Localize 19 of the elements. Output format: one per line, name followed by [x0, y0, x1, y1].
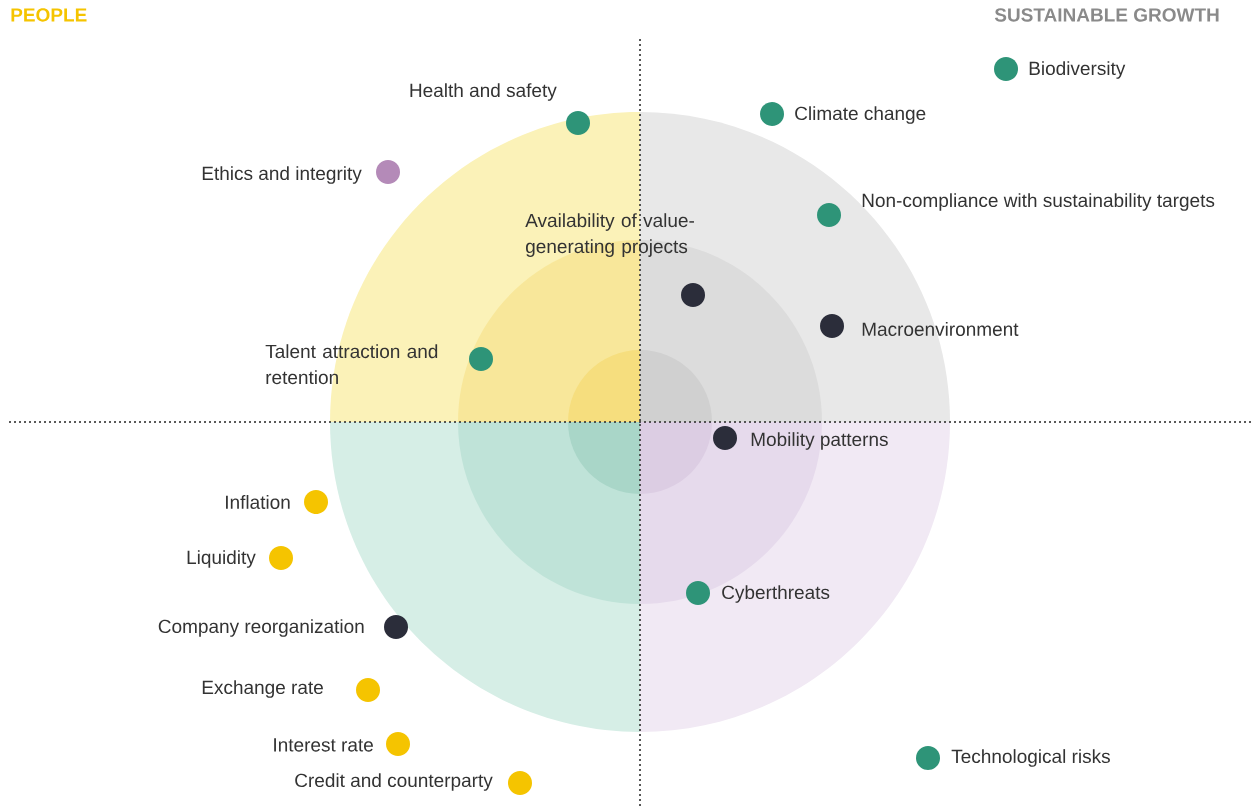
risk-label: Biodiversity: [1029, 61, 1126, 79]
risk-label: Availability of value-generating projects: [525, 213, 694, 257]
risk-label: Health and safety: [410, 83, 557, 101]
risk-label: Interest rate: [274, 738, 373, 752]
risk-label: Non-compliance with sustainability targets: [862, 193, 1215, 211]
risk-label: Macroenvironment: [862, 322, 1019, 336]
risk-label: Credit and counterparty: [295, 773, 493, 791]
risk-label: Talent attraction and retention: [265, 344, 438, 385]
risk-label: Cyberthreats: [722, 585, 830, 603]
risk-label: Mobility patterns: [751, 432, 888, 450]
risk-label: Climate change: [795, 106, 926, 124]
risk-label: Liquidity: [187, 550, 256, 568]
quadrant-heading: PEOPLE: [11, 8, 87, 22]
risk-label: Exchange rate: [202, 680, 323, 698]
risk-label: Inflation: [226, 495, 290, 509]
risk-label: Company reorganization: [158, 619, 364, 637]
risk-label: Technological risks: [951, 749, 1110, 767]
quadrant-heading: SUSTAINABLE GROWTH: [994, 8, 1219, 22]
risk-label: Ethics and integrity: [202, 166, 362, 184]
